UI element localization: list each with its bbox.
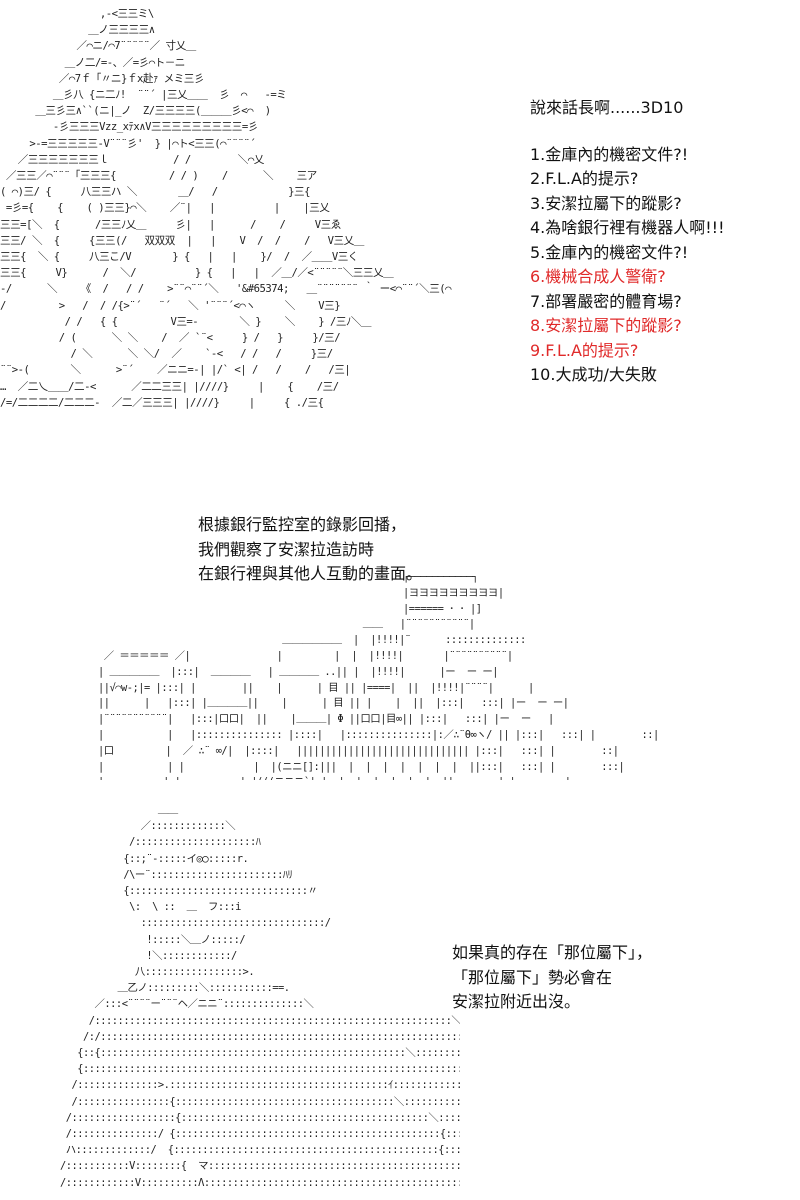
bank-guard-ascii-art: ,-<三三ミ\ ＿ノ三三三三∧ ／⌒ニ/⌒7¨¨¨¨¨／ 寸乂＿ ＿ノ二/=-、…: [0, 8, 452, 409]
dice-roll-heading: 說來話長啊......3D10: [530, 98, 684, 117]
option-item-highlighted: 9.F.L.A的提示?: [530, 340, 639, 360]
option-item: 10.大成功/大失敗: [530, 365, 657, 384]
narration-surveillance: 根據銀行監控室的錄影回播， 我們觀察了安潔拉造訪時 在銀行裡與其他人互動的畫面。: [198, 513, 518, 587]
option-item: 1.金庫內的機密文件?!: [530, 144, 689, 164]
option-item: 5.金庫內的機密文件?!: [530, 242, 689, 262]
option-item-highlighted: 6.機械合成人警衛?: [530, 267, 666, 286]
narration-subordinate: 如果真的存在「那位屬下」， 「那位屬下」勢必會在 安潔拉附近出沒。: [452, 941, 752, 1015]
option-item-highlighted: 8.安潔拉屬下的蹤影?: [530, 316, 682, 335]
option-item: 7.部署嚴密的體育場?: [530, 291, 682, 311]
narration-line: 如果真的存在「那位屬下」，: [452, 943, 653, 962]
option-item: 4.為啥銀行裡有機器人啊!!!: [530, 218, 725, 237]
option-item: 3.安潔拉屬下的蹤影?: [530, 193, 682, 213]
option-item: 2.F.L.A的提示?: [530, 169, 639, 188]
narration-line: 安潔拉附近出沒。: [452, 992, 581, 1011]
narration-line: 「那位屬下」勢必會在: [452, 967, 613, 987]
narration-line: 根據銀行監控室的錄影回播，: [198, 515, 407, 534]
monitor-room-ascii-art: ┌───────────┐ |ヨヨヨヨヨヨヨヨヨ| |====== ･ ･ |]…: [98, 571, 659, 780]
narration-line: 我們觀察了安潔拉造訪時: [198, 539, 375, 559]
thinking-man-ascii-art: ＿＿ ／:::::::::::::＼ /::::::::::::::::::::…: [60, 804, 460, 1189]
dice-option-panel: 說來話長啊......3D10 1.金庫內的機密文件?! 2.F.L.A的提示?…: [530, 96, 792, 388]
narration-line: 在銀行裡與其他人互動的畫面。: [198, 564, 423, 583]
